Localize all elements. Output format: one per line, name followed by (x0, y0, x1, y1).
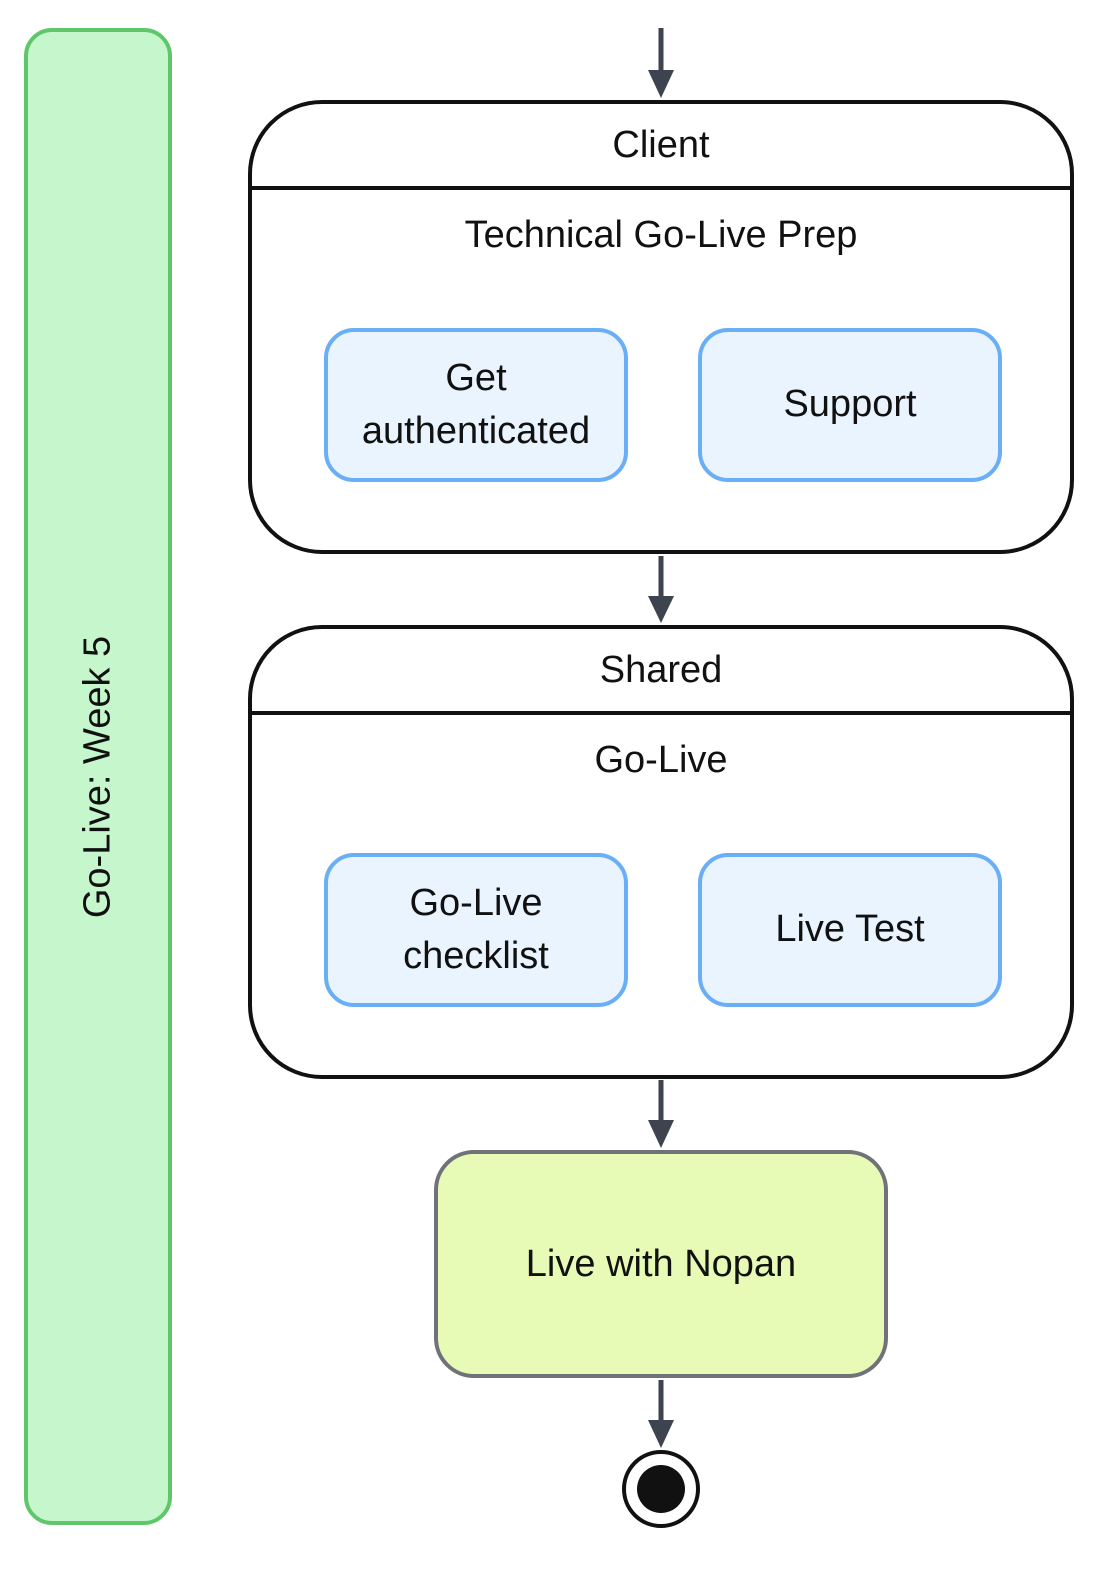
group-shared: Shared Go-Live Go-Live checklist Live Te… (248, 625, 1074, 1079)
end-node (622, 1450, 700, 1528)
task-label-line: authenticated (361, 410, 591, 452)
task-label-line: Get (445, 356, 507, 399)
group-client: Client Technical Go-Live Prep Get authen… (248, 100, 1074, 554)
task-label-line: Go-Live (409, 881, 543, 924)
final-step-label: Live with Nopan (525, 1242, 797, 1285)
group-shared-title: Shared (252, 629, 1070, 715)
task-label-line: checklist (403, 935, 549, 977)
group-client-subtitle: Technical Go-Live Prep (464, 214, 858, 256)
group-shared-subtitle: Go-Live (594, 739, 728, 781)
arrow-client-to-shared (648, 556, 674, 623)
arrow-entry (648, 28, 674, 98)
task-label-line: Live Test (775, 908, 925, 951)
task-go-live-checklist: Go-Live checklist (324, 853, 628, 1007)
arrow-shared-to-live (648, 1080, 674, 1148)
task-live-test: Live Test (698, 853, 1002, 1007)
group-client-title: Client (252, 104, 1070, 190)
task-get-authenticated: Get authenticated (324, 328, 628, 482)
task-support: Support (698, 328, 1002, 482)
swimlane-label: Go-Live: Week 5 (76, 635, 119, 918)
final-step-live-with-nopan: Live with Nopan (434, 1150, 888, 1378)
swimlane-go-live-week-5: Go-Live: Week 5 (24, 28, 172, 1525)
arrow-live-to-end (648, 1380, 674, 1448)
task-label-line: Support (783, 383, 917, 426)
